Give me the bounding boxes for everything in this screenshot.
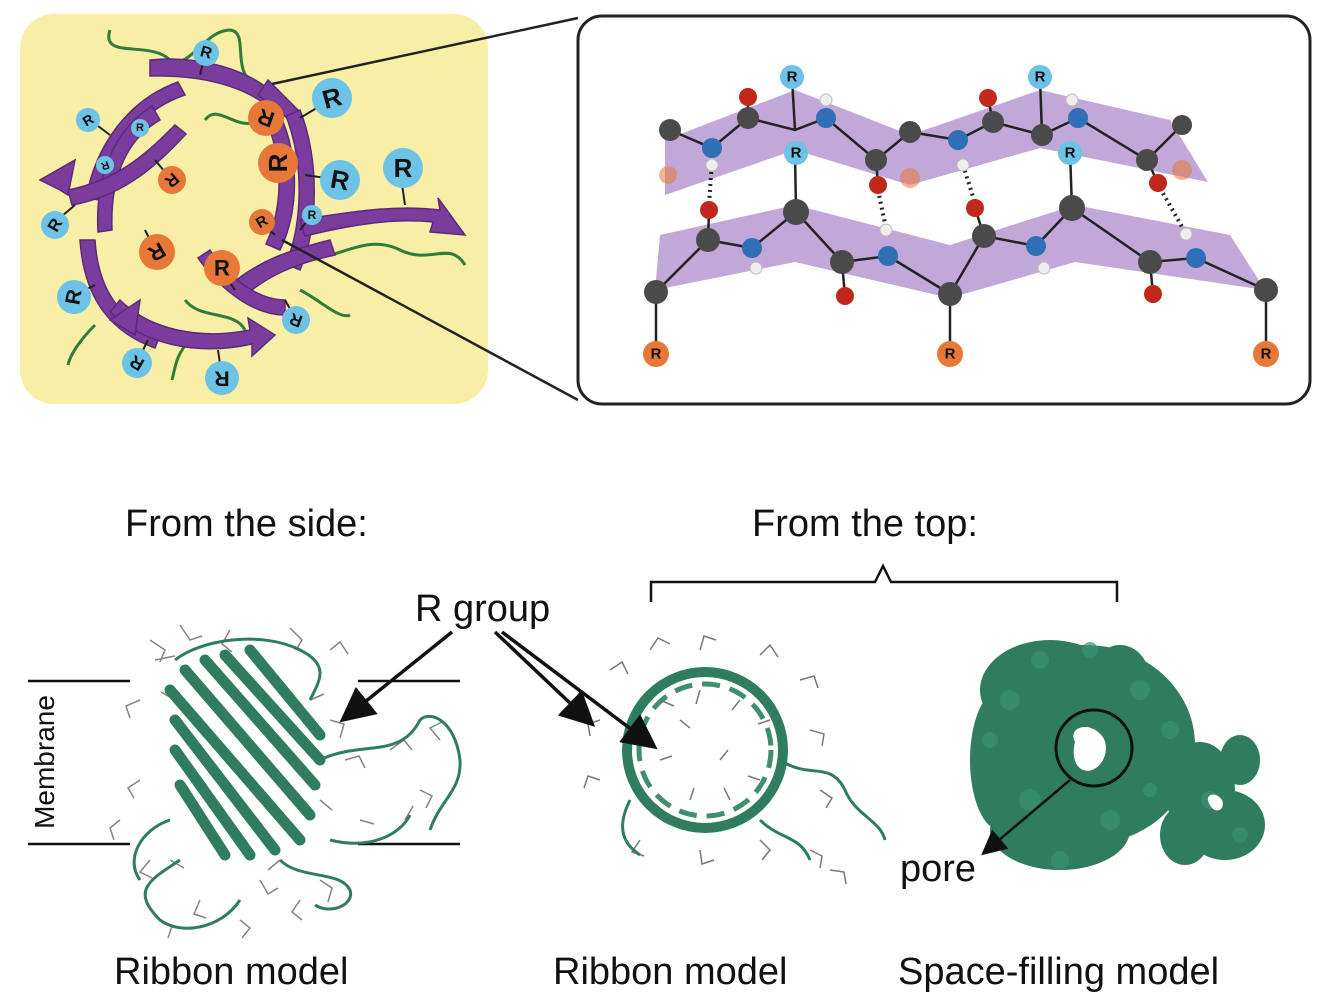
r-group-blue: R [76,108,100,132]
svg-text:R: R [791,145,802,162]
svg-text:R: R [394,153,413,183]
r-group-blue: R [205,361,239,395]
svg-text:R: R [287,309,305,331]
r-group-arrow-side [339,630,454,723]
membrane-label: Membrane [29,695,60,829]
r-group-blue: R [96,156,114,174]
r-group-orange: R [937,341,963,367]
barrel-cartoon-panel: R R R R R R R R R R R R R R R R R R R [20,14,488,404]
top-ribbon-model [583,635,887,885]
top-barrel-ring [622,667,788,833]
space-filling-model [970,640,1265,870]
svg-text:R: R [136,122,144,134]
r-group-orange: R [1253,341,1279,367]
ribbon-model-side-caption: Ribbon model [114,951,349,993]
pore-arrow [981,779,1071,856]
svg-text:R: R [1035,69,1046,86]
svg-text:R: R [308,208,317,222]
svg-text:R: R [1065,145,1076,162]
space-filling-caption: Space-filling model [898,951,1220,993]
r-group-blue: R [193,40,219,66]
svg-text:R: R [787,69,798,86]
r-groups-cartoon: R R R R R R R R R R R R R R R R R R R [41,40,423,395]
r-group-orange: R [643,341,669,367]
r-group-label: R group [415,588,551,630]
r-group-orange: R [248,100,284,136]
side-ribbon-model [28,624,462,939]
svg-text:R: R [61,288,86,307]
r-group-blue: R [122,348,152,378]
r-group-orange: R [249,209,275,235]
r-group-orange: R [158,166,186,194]
r-group-blue: R [780,65,804,89]
from-side-heading: From the side: [125,503,368,545]
annotation-arrows [339,630,1071,856]
r-group-blue: R [383,148,423,188]
svg-text:R: R [328,164,352,197]
r-group-blue: R [131,119,149,137]
r-group-blue: R [41,211,69,239]
r-group-orange: R [204,250,240,286]
r-group-blue: R [1058,141,1082,165]
svg-text:R: R [198,43,214,63]
r-group-arrow-top-2 [500,630,658,750]
atoms [644,88,1278,306]
r-group-blue: R [1028,65,1052,89]
pore-opening [1073,727,1106,771]
r-group-orange: R [258,143,298,183]
r-group-arrow-top-1 [493,630,596,727]
top-loops [621,758,887,861]
svg-text:R: R [945,346,956,363]
atom-bumps [982,642,1248,869]
r-group-blue: R [282,306,310,334]
side-strands [164,644,326,861]
r-group-blue: R [320,160,360,200]
svg-text:R: R [214,256,230,281]
from-top-heading: From the top: [752,503,978,545]
svg-text:R: R [214,367,229,390]
side-loops [132,637,462,930]
r-group-blue: R [784,141,808,165]
r-group-orange: R [139,234,175,270]
pore-highlight-circle [1054,708,1134,788]
svg-text:R: R [99,158,111,172]
r-group-blue: R [302,205,322,225]
svg-text:R: R [651,346,662,363]
r-group-blue: R [312,78,352,118]
sheet-detail-panel: R R R R R R R [576,14,1312,406]
zoom-connectors [271,16,579,402]
space-filling-blob [970,640,1265,870]
r-group-blue: R [57,280,91,314]
top-views-bracket [649,563,1119,602]
svg-text:R: R [263,153,293,172]
pore-label: pore [900,848,977,890]
svg-text:R: R [1261,346,1272,363]
top-side-chains [583,635,847,885]
r-groups-detail: R R R R R R R [643,65,1279,367]
membrane-lines [28,679,460,846]
ribbon-model-top-caption: Ribbon model [553,951,788,993]
